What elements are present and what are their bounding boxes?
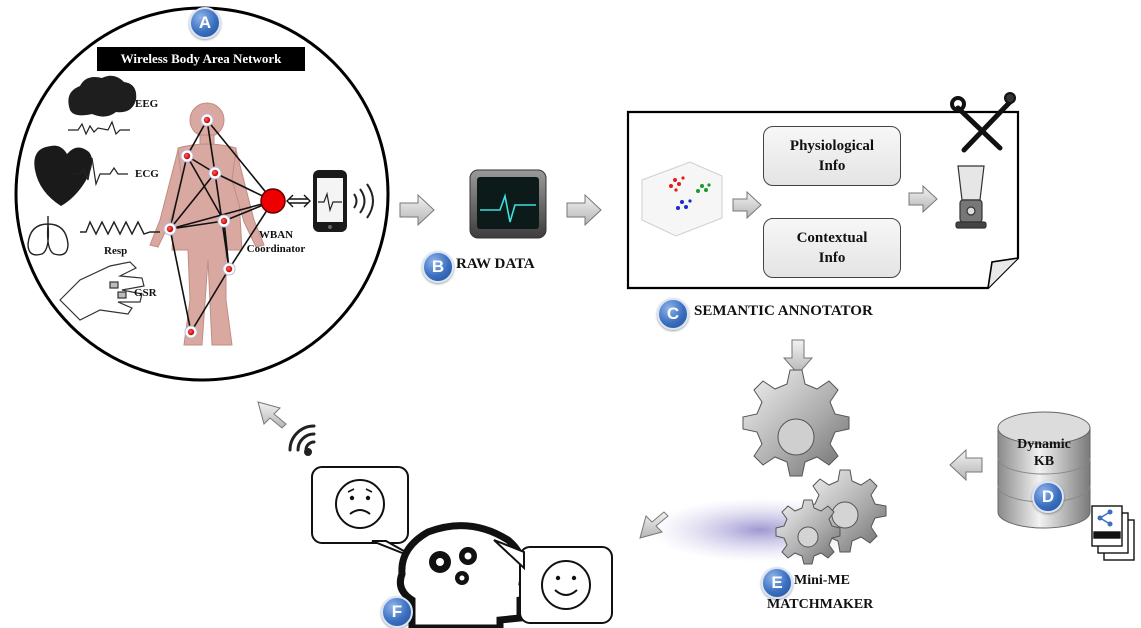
wireless-waves-icon <box>353 183 374 219</box>
arrow-to-raw-data <box>399 193 435 227</box>
coordinator-label: WBAN Coordinator <box>246 229 306 255</box>
arrow-from-kb <box>949 448 983 482</box>
monitor-icon <box>469 169 547 239</box>
physiological-info-box: Physiological Info <box>763 126 901 186</box>
semantic-annotator-label: SEMANTIC ANNOTATOR <box>694 303 873 319</box>
signal-label-eeg: EEG <box>135 98 159 110</box>
heart-icon <box>34 145 128 206</box>
contextual-info-box: Contextual Info <box>763 218 901 278</box>
body-silhouette <box>149 102 265 346</box>
cluster-plot-icon <box>641 161 723 237</box>
database-icon <box>997 411 1091 529</box>
wifi-icon <box>288 424 316 456</box>
matchmaker-label-line2: MATCHMAKER <box>767 597 874 612</box>
brain-icon <box>68 75 137 136</box>
happy-face-bubble <box>493 539 613 624</box>
hand-icon <box>59 261 145 321</box>
arrow-to-matchmaker <box>782 339 814 375</box>
head-gears-icon <box>396 522 536 628</box>
badge-f: F <box>381 596 413 628</box>
badge-b: B <box>422 251 454 283</box>
arrow-to-annotator <box>566 193 602 227</box>
arrow-to-info-boxes <box>732 190 762 220</box>
lungs-icon <box>27 216 160 256</box>
raw-data-label: RAW DATA <box>456 256 535 272</box>
signal-label-ecg: ECG <box>135 168 159 180</box>
arrow-to-blender <box>908 184 938 214</box>
rdf-documents-icon <box>1091 505 1135 561</box>
body-sensors <box>163 113 236 339</box>
smartphone-icon <box>313 170 347 232</box>
gears-icon <box>742 369 887 565</box>
badge-e: E <box>761 567 793 599</box>
signal-label-resp: Resp <box>104 245 128 257</box>
signal-label-gsr: GSR <box>134 287 157 299</box>
matchmaker-label-line1: Mini-ME <box>794 573 850 588</box>
dynamic-kb-label: Dynamic KB <box>1017 437 1071 469</box>
wban-title: Wireless Body Area Network <box>97 47 305 71</box>
arrow-to-wban <box>257 401 287 429</box>
badge-d: D <box>1032 481 1064 513</box>
wban-coordinator-node <box>260 188 286 214</box>
badge-c: C <box>657 298 689 330</box>
sad-face-bubble <box>311 466 421 561</box>
arrow-to-user <box>639 511 669 539</box>
badge-a: A <box>189 7 221 39</box>
blender-icon <box>955 165 987 229</box>
double-arrow-icon <box>286 194 311 208</box>
tools-icon <box>950 92 1016 153</box>
